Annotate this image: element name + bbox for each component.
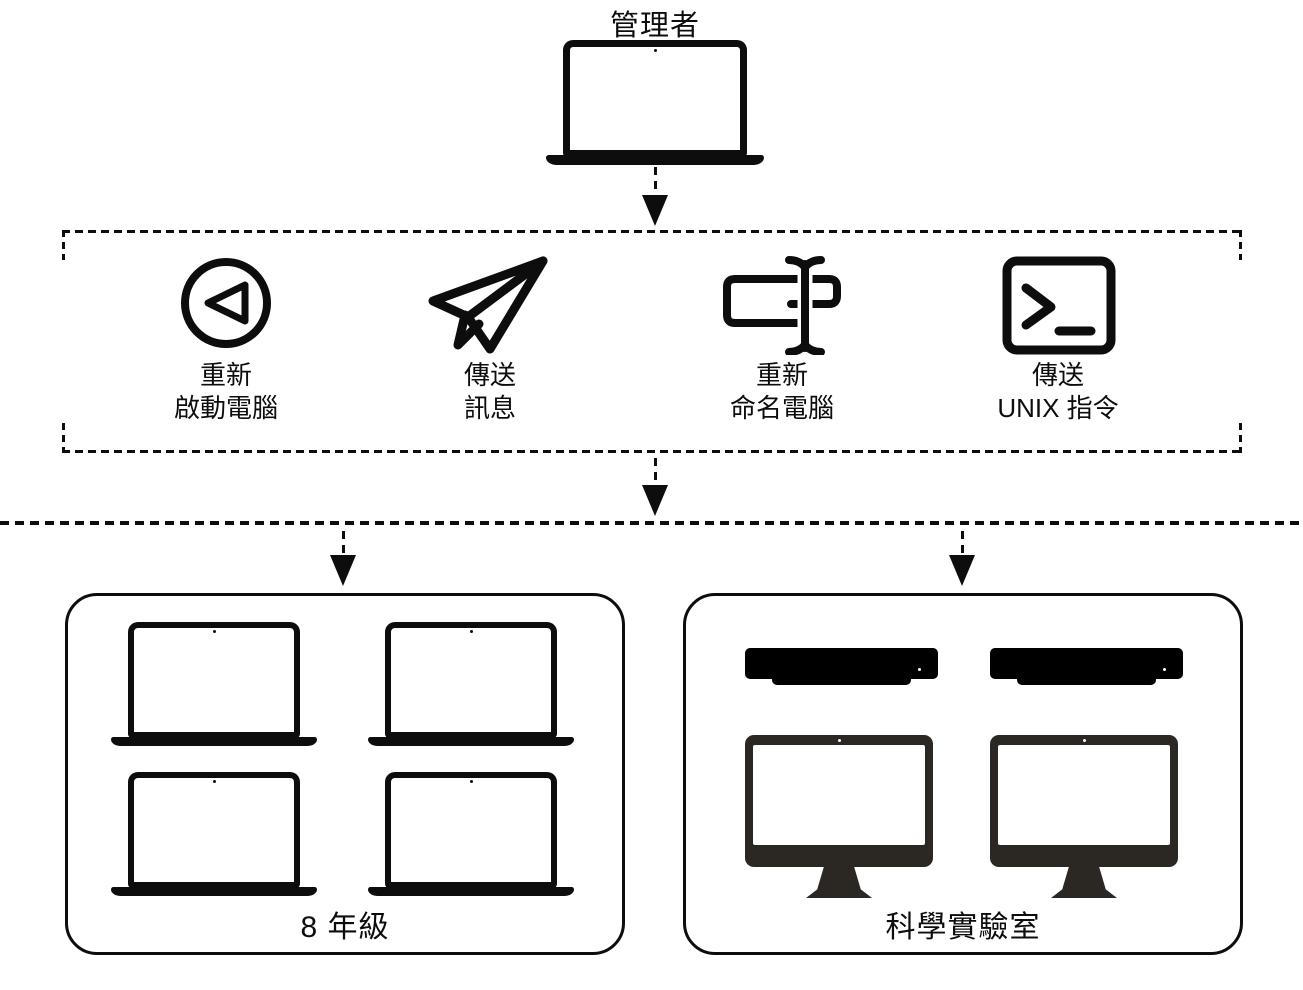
laptop-icon	[111, 622, 317, 746]
arrow-down-icon	[640, 167, 670, 226]
actions-box	[62, 230, 1242, 453]
group-box-grade8: 8 年級	[65, 593, 625, 955]
laptop-icon	[546, 40, 764, 165]
camera-dot-icon	[654, 49, 657, 52]
laptop-icon	[368, 622, 574, 746]
imac-stand	[1051, 867, 1117, 898]
power-led-icon	[918, 668, 921, 671]
group-label: 8 年級	[300, 911, 390, 944]
laptop-screen	[563, 40, 747, 157]
action-label: 重新 命名電腦	[729, 360, 834, 423]
laptop-icon	[111, 772, 317, 896]
action-label: 傳送 UNIX 指令	[997, 360, 1119, 423]
camera-dot-icon	[470, 630, 473, 633]
action-rename: 重新 命名電腦	[662, 250, 902, 425]
camera-dot-icon	[470, 780, 473, 783]
admin-label: 管理者	[609, 10, 700, 42]
imac-stand	[806, 867, 872, 898]
camera-dot-icon	[213, 780, 216, 783]
mac-mini-icon	[745, 648, 938, 685]
action-unix-command: 傳送 UNIX 指令	[938, 250, 1178, 425]
imac-icon	[990, 735, 1178, 898]
imac-icon	[745, 735, 933, 898]
power-led-icon	[1163, 668, 1166, 671]
action-label: 傳送 訊息	[463, 360, 516, 423]
arrow-down-icon	[947, 531, 977, 586]
restart-icon	[181, 258, 271, 348]
laptop-icon	[368, 772, 574, 896]
group-box-science-lab: 科學實驗室	[683, 593, 1243, 955]
divider-dashed-line	[0, 521, 1303, 525]
send-message-icon	[428, 256, 548, 354]
arrow-down-icon	[640, 458, 670, 516]
arrow-down-icon	[328, 531, 358, 586]
mac-mini-icon	[990, 648, 1183, 685]
imac-screen	[998, 745, 1170, 845]
action-label: 重新 啟動電腦	[173, 360, 278, 423]
group-label: 科學實驗室	[885, 911, 1041, 944]
camera-dot-icon	[213, 630, 216, 633]
action-restart: 重新 啟動電腦	[106, 250, 346, 425]
camera-dot-icon	[838, 739, 841, 742]
action-send-message: 傳送 訊息	[370, 250, 610, 425]
imac-screen	[753, 745, 925, 845]
laptop-base	[546, 155, 764, 165]
camera-dot-icon	[1083, 739, 1086, 742]
rename-icon	[723, 256, 841, 355]
terminal-icon	[1002, 256, 1116, 355]
